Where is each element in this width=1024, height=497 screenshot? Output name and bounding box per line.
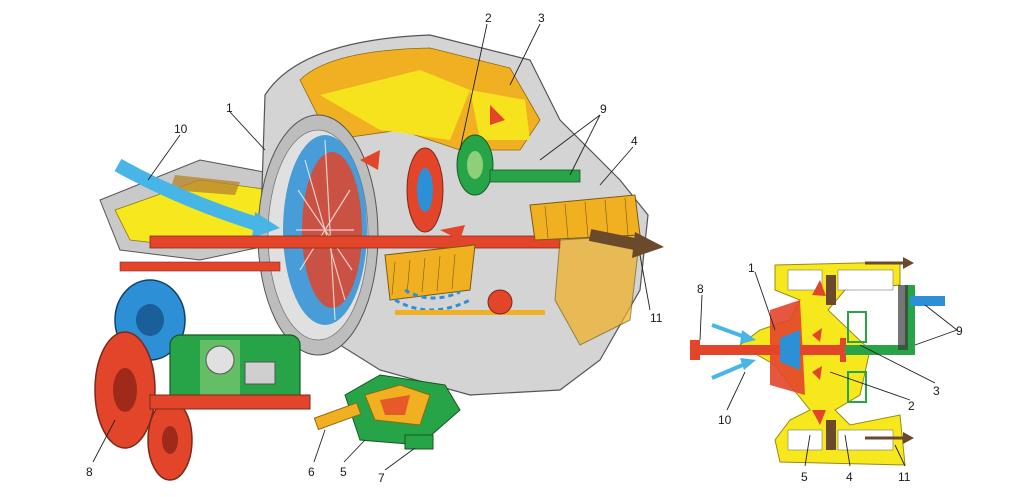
schematic-flow-arrows <box>812 280 826 425</box>
schematic-inlet-arrowheads <box>740 330 756 370</box>
air-inlet-arrow <box>114 158 280 238</box>
cutaway-engine-illustration: 1 2 3 9 4 10 11 8 6 5 7 <box>86 11 664 485</box>
schematic-diagram: 8 1 9 3 2 10 5 4 11 <box>690 257 963 484</box>
schematic-callout-2: 2 <box>908 399 915 413</box>
left-leader-lines <box>92 23 651 471</box>
callout-5: 5 <box>340 465 347 479</box>
callout-1: 1 <box>226 101 233 115</box>
auxiliary-pump <box>313 374 461 450</box>
callout-2: 2 <box>485 11 492 25</box>
callout-3: 3 <box>538 11 545 25</box>
generator-unit <box>169 334 301 406</box>
schematic-inlet-arrows <box>711 323 746 380</box>
right-callout-labels: 8 1 9 3 2 10 5 4 11 <box>697 261 963 484</box>
heat-exchanger <box>384 194 641 346</box>
schematic-callout-1: 1 <box>748 261 755 275</box>
callout-8: 8 <box>86 465 93 479</box>
callout-11: 11 <box>650 311 663 325</box>
output-pulleys <box>94 331 311 481</box>
schematic-output-shaft <box>845 285 945 355</box>
schematic-regenerators <box>847 311 867 403</box>
gas-flow-arrows <box>360 105 505 240</box>
schematic-callout-8: 8 <box>697 282 704 296</box>
reduction-gear <box>456 134 581 196</box>
callout-4: 4 <box>631 134 638 148</box>
accessory-shaft <box>395 289 545 315</box>
callout-6: 6 <box>308 465 315 479</box>
callout-7: 7 <box>378 471 385 485</box>
schematic-callout-5: 5 <box>801 470 808 484</box>
callout-10: 10 <box>174 122 188 136</box>
compressor-impeller <box>283 135 367 325</box>
right-leader-lines <box>699 271 958 467</box>
schematic-exhaust-arrowheads <box>903 257 914 444</box>
callout-9: 9 <box>600 102 607 116</box>
turbine-wheel <box>406 147 444 233</box>
schematic-callout-10: 10 <box>718 413 732 427</box>
schematic-exhaust-arrows <box>865 261 905 440</box>
exhaust-arrow <box>588 229 664 258</box>
schematic-callout-9: 9 <box>956 324 963 338</box>
schematic-callout-3: 3 <box>933 384 940 398</box>
schematic-callout-11: 11 <box>898 470 911 484</box>
schematic-callout-4: 4 <box>846 470 853 484</box>
left-callout-labels: 1 2 3 9 4 10 11 8 6 5 7 <box>86 11 663 485</box>
schematic-compressor <box>690 300 846 395</box>
